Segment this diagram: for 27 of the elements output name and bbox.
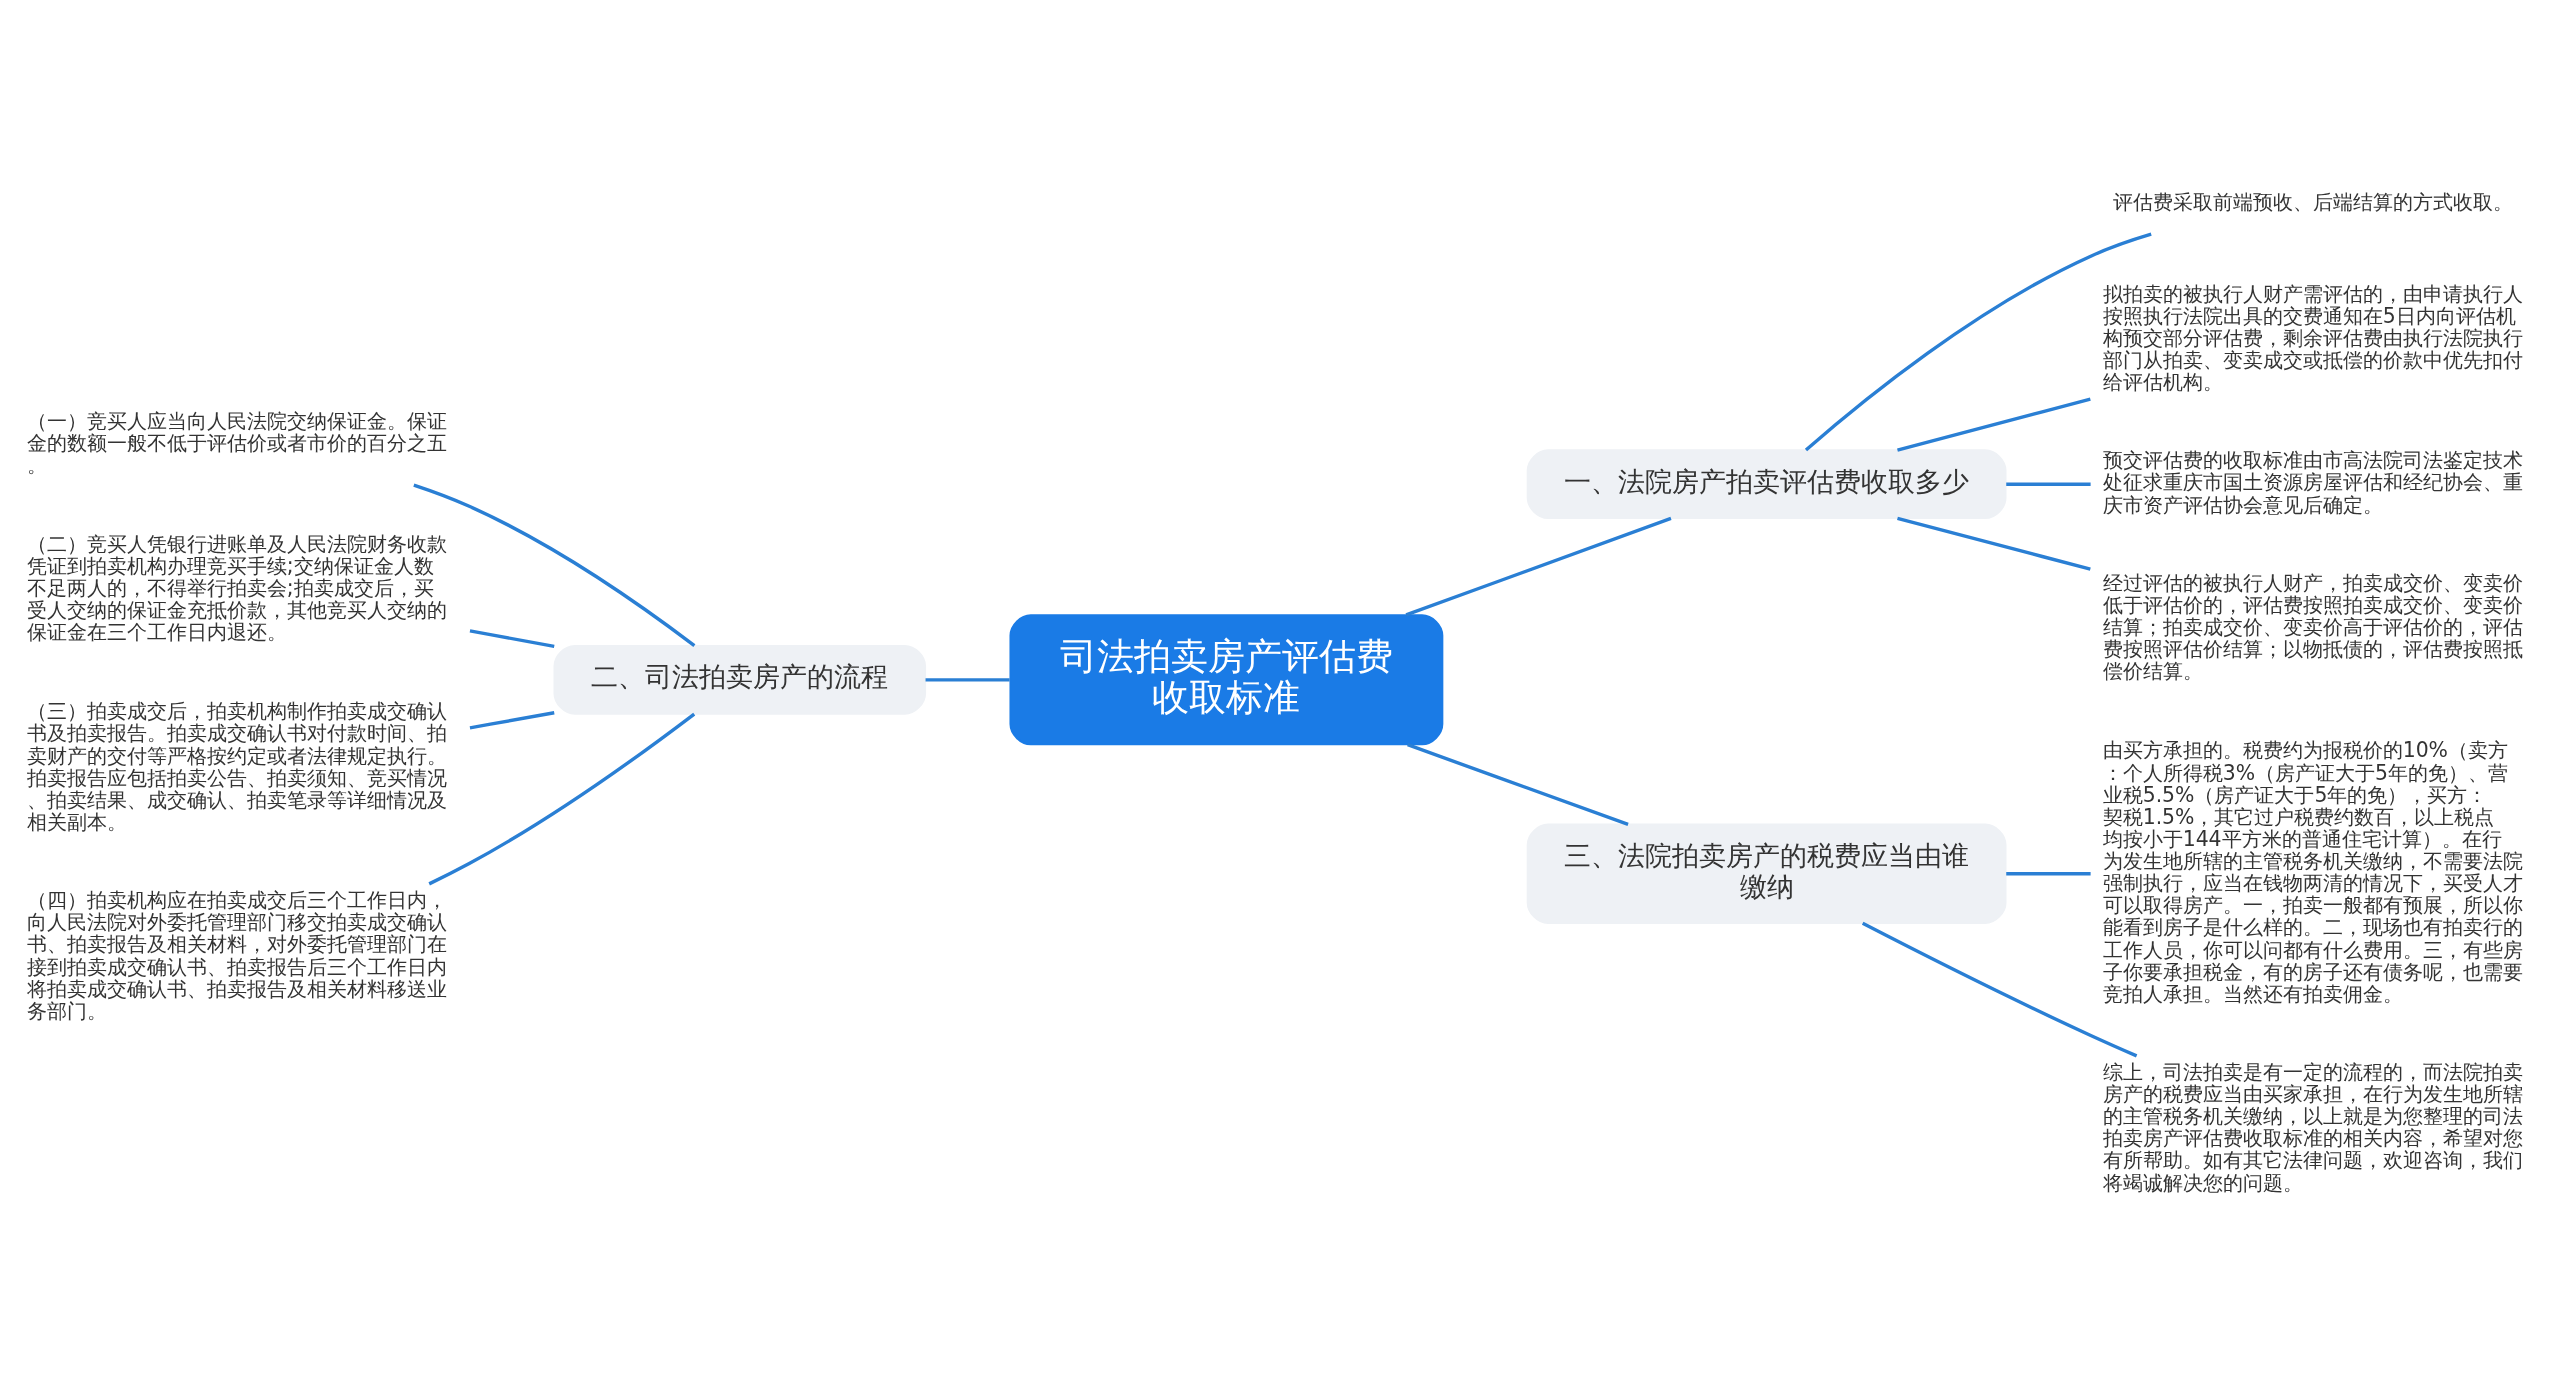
connector bbox=[2006, 481, 2091, 486]
connector bbox=[413, 483, 696, 647]
node-text: 拟拍卖的被执行人财产需评估的，由申请执行人按照执行法院出具的交费通知在5日内向评估机构预交部分评估费，剩余评估费由执行法院执行部门从拍卖、变卖成交或抵偿的价款中优先扣付给评估机构。 bbox=[2102, 281, 2523, 394]
connector bbox=[469, 628, 555, 648]
node-box: 三、法院拍卖房产的税费应当由谁缴纳 bbox=[1526, 823, 2007, 924]
node-text: （三）拍卖成交后，拍卖机构制作拍卖成交确认书及拍卖报告。拍卖成交确认书对付款时间、拍卖财产的交付等严格按约定或者法律规定执行。拍卖报告应包括拍卖公告、拍卖须知、竞买情况、拍卖结果、成交确认、拍卖笔录等详细情况及相关副本。 bbox=[26, 698, 447, 834]
connector bbox=[1407, 742, 1629, 826]
node-text: 经过评估的被执行人财产，拍卖成交价、变卖价低于评估价的，评估费按照拍卖成交价、变卖价结算；拍卖成交价、变卖价高于评估价的，评估费按照评估价结算；以物抵债的，评估费按照抵偿价结算。 bbox=[2102, 570, 2523, 683]
connector bbox=[1861, 921, 2138, 1057]
node-box: 司法拍卖房产评估费收取标准 bbox=[1009, 613, 1444, 745]
node-text: 预交评估费的收取标准由市高法院司法鉴定技术处征求重庆市国土资源房屋评估和经纪协会、重庆市资产评估协会意见后确定。 bbox=[2102, 447, 2523, 517]
node-text: 综上，司法拍卖是有一定的流程的，而法院拍卖房产的税费应当由买家承担，在行为发生地所辖的主管税务机关缴纳，以上就是为您整理的司法拍卖房产评估费收取标准的相关内容，希望对您有所帮助。如有其它法律问题，欢迎咨询，我们将竭诚解决您的问题。 bbox=[2102, 1059, 2523, 1195]
connector bbox=[2006, 871, 2091, 875]
connector bbox=[925, 677, 1010, 682]
node-text: 由买方承担的。税费约为报税价的10%（卖方：个人所得税3%（房产证大于5年的免）、营业税5.5%（房产证大于5年的免），买方：契税1.5%，其它过户税费约数百，以上税点均按小于144平方米的普通住宅计算）。在行为发生地所辖的主管税务机关缴纳，不需要法院强制执行，应当在钱物两清的情况下，买受人才可以取得房产。一，拍卖一般都有预展，所以你能看到房子是什么样的。二，现场也有拍卖行的工作人员，你可以问都有什么费用。三，有些房子你要承担税金，有的房子还有债务呢，也需要竞拍人承担。当然还有拍卖佣金。 bbox=[2102, 737, 2523, 1006]
node-text: （二）竞买人凭银行进账单及人民法院财务收款凭证到拍卖机构办理竞买手续;交纳保证金人数不足两人的，不得举行拍卖会;拍卖成交后，买受人交纳的保证金充抵价款，其他竞买人交纳的保证金在三个工作日内退还。 bbox=[26, 531, 447, 644]
connector bbox=[1897, 516, 2091, 571]
connector bbox=[428, 712, 696, 885]
node-text: （一）竞买人应当向人民法院交纳保证金。保证金的数额一般不低于评估价或者市价的百分之五。 bbox=[26, 408, 447, 477]
connector bbox=[1405, 516, 1672, 617]
node-text: 评估费采取前端预收、后端结算的方式收取。 bbox=[2112, 189, 2513, 214]
node-box: 二、司法拍卖房产的流程 bbox=[553, 644, 927, 715]
node-text: （四）拍卖机构应在拍卖成交后三个工作日内，向人民法院对外委托管理部门移交拍卖成交确认书、拍卖报告及相关材料，对外委托管理部门在接到拍卖成交确认书、拍卖报告后三个工作日内将拍卖成交确认书、拍卖报告及相关材料移送业务部门。 bbox=[26, 887, 447, 1023]
connector bbox=[469, 710, 555, 729]
node-box: 一、法院房产拍卖评估费收取多少 bbox=[1526, 448, 2007, 519]
connector bbox=[1897, 397, 2091, 452]
connector bbox=[1804, 232, 2152, 451]
